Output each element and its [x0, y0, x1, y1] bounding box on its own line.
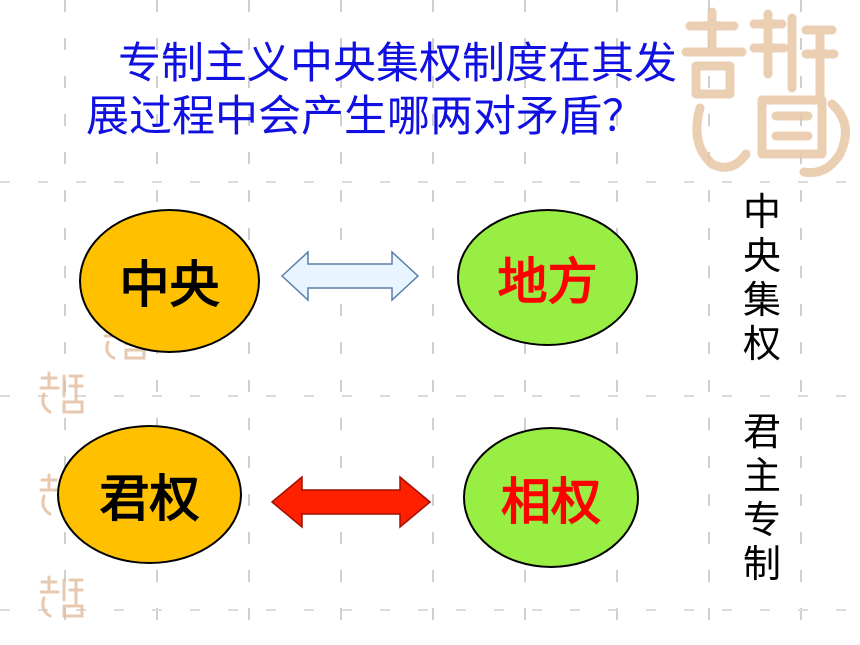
title-line-1: 专制主义中央集权制度在其发 — [118, 39, 677, 89]
double-arrow-icon — [270, 475, 432, 529]
slide-title: 专制主义中央集权制度在其发 展过程中会产生哪两对矛盾？ — [86, 38, 766, 144]
auspicious-seal-icon — [39, 575, 84, 618]
side-note-part-1: 中央集权 — [742, 190, 781, 366]
node-monarch-label: 君权 — [99, 469, 200, 528]
node-central: 中央 — [79, 209, 260, 353]
side-note: 中央集权 君主专制 — [740, 190, 784, 586]
node-local-label: 地方 — [497, 252, 598, 311]
node-chancellor-power: 相权 — [463, 427, 639, 568]
node-chancellor-label: 相权 — [501, 472, 601, 531]
side-note-part-2: 君主专制 — [742, 410, 781, 586]
node-local: 地方 — [457, 209, 638, 346]
side-note-gap — [740, 366, 784, 410]
auspicious-seal-icon — [681, 7, 850, 178]
auspicious-seal-icon — [39, 371, 84, 414]
double-arrow-icon — [280, 250, 420, 302]
title-line-2: 展过程中会产生哪两对矛盾？ — [86, 92, 645, 142]
node-central-label: 中央 — [119, 256, 220, 314]
node-monarch-power: 君权 — [57, 425, 242, 564]
